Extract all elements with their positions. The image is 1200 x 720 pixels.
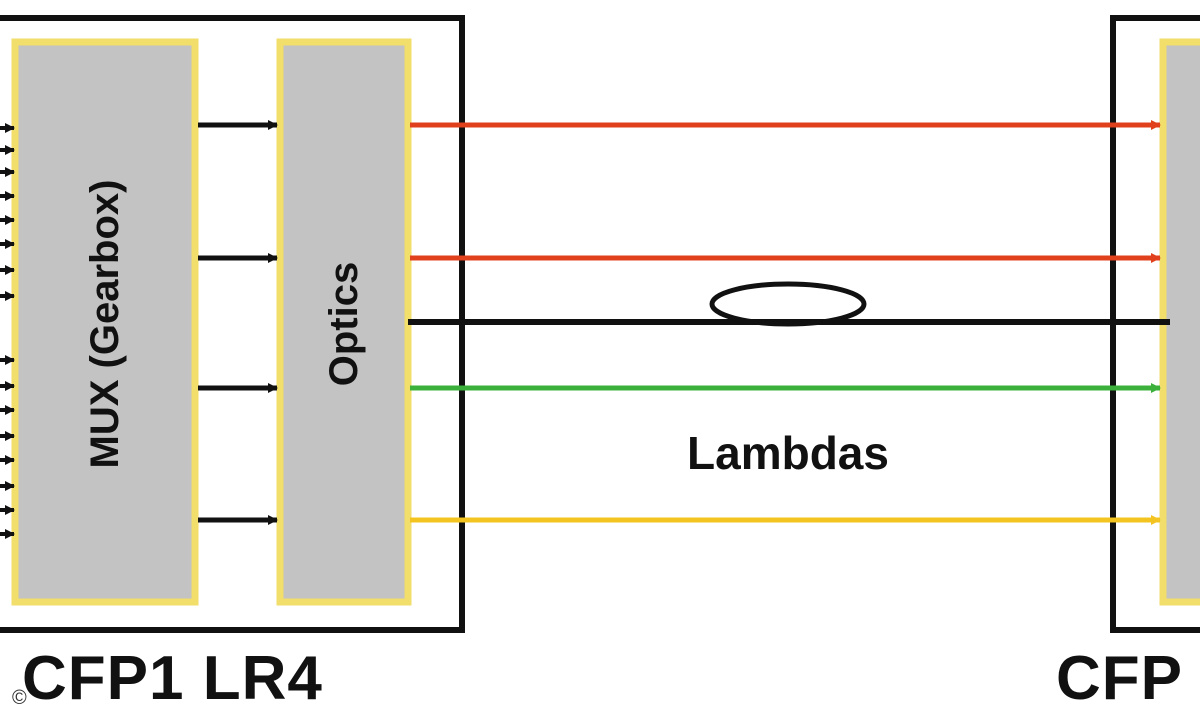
mux-gearbox-block bbox=[11, 38, 199, 606]
optics-label: Optics bbox=[322, 261, 366, 387]
lambda-lines bbox=[410, 120, 1161, 525]
fiber-coil bbox=[709, 281, 867, 327]
mux-input-arrows bbox=[0, 123, 15, 539]
mux-to-optics-arrows bbox=[198, 120, 278, 525]
lambdas-label: Lambdas bbox=[687, 427, 889, 479]
copyright-mark: © bbox=[12, 687, 27, 709]
mux-gearbox-label: MUX (Gearbox) bbox=[83, 179, 127, 469]
cfp1-lr4-module-label: CFP1 LR4 bbox=[22, 644, 323, 713]
right-cfp-module-label: CFP bbox=[1056, 644, 1183, 713]
